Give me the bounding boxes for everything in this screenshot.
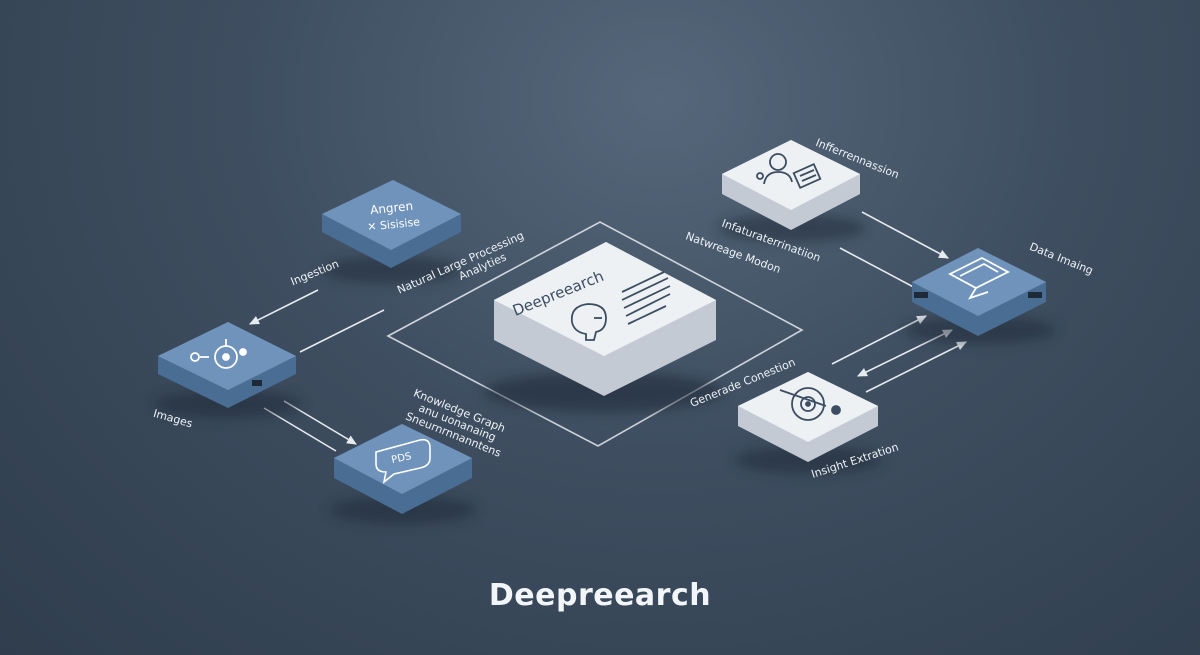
- image-frame-icon: [948, 256, 1010, 300]
- line-left-to-frame: [299, 309, 385, 353]
- arrow-ingestion: [248, 289, 319, 325]
- pdf-badge: PDS: [391, 451, 413, 466]
- box-top-left[interactable]: Angren ✕ Sisisise: [322, 180, 462, 284]
- arrow-insight-to-data-2: [865, 341, 968, 393]
- arrow-inferrence-to-data: [861, 211, 949, 259]
- page-title: Deepreearch: [488, 578, 712, 613]
- document-lines-icon: [621, 271, 671, 325]
- box-top-right[interactable]: [718, 140, 866, 242]
- hub-icon: [190, 339, 247, 369]
- box-top-left-line2: ✕ Sisisise: [367, 215, 421, 233]
- box-left-mid[interactable]: [154, 322, 302, 418]
- box-top-left-line1: Angren: [369, 199, 413, 217]
- chat-bubble-icon: PDS: [375, 438, 431, 484]
- box-center[interactable]: Deepreearch: [484, 242, 724, 412]
- box-right-mid[interactable]: [904, 248, 1056, 344]
- box-bottom-left[interactable]: PDS: [329, 424, 477, 524]
- arrow-generade-to-data: [831, 315, 927, 365]
- target-insight-icon: [779, 387, 841, 421]
- box-bottom-right[interactable]: [734, 372, 882, 474]
- central-frame-line: [386, 221, 804, 447]
- person-analyzing-icon: [756, 153, 822, 189]
- brain-head-icon: [570, 303, 607, 341]
- arrow-left-to-pdf-2: [263, 407, 337, 452]
- label-data-imaging: Data Imaing: [1028, 240, 1095, 277]
